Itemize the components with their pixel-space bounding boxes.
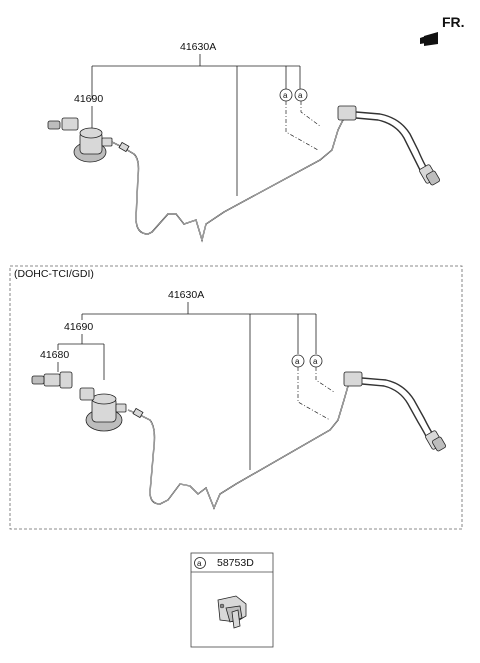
variant-label: (DOHC-TCI/GDI) <box>14 268 94 280</box>
svg-text:a: a <box>298 91 303 100</box>
bottom-connector-part <box>31 371 73 389</box>
legend-ref-circle <box>194 557 206 569</box>
top-flexible-hose <box>337 105 440 186</box>
bottom-fuel-filter-part <box>79 387 127 432</box>
svg-text:a: a <box>283 91 288 100</box>
front-label: FR. <box>442 14 465 30</box>
top-assembly-part-label: 41630A <box>180 41 216 53</box>
bottom-ref-circle-2: a <box>309 354 323 368</box>
legend-box: a 58753D <box>190 552 274 648</box>
front-direction-indicator: FR. <box>420 14 465 46</box>
clip-part-icon <box>217 595 247 629</box>
bottom-sub-part-2-label: 41680 <box>40 349 69 361</box>
svg-text:a: a <box>313 357 318 366</box>
top-fuel-filter-part <box>47 117 113 163</box>
bottom-diagram: (DOHC-TCI/GDI) 41630A 41690 41680 a a <box>14 268 446 510</box>
legend-part-number: 58753D <box>217 557 254 569</box>
top-ref-circle-2: a <box>294 88 308 102</box>
top-diagram: 41630A 41690 a a <box>47 41 440 243</box>
bottom-flexible-hose <box>343 371 446 452</box>
bottom-sub-part-label: 41690 <box>64 321 93 333</box>
svg-text:a: a <box>295 357 300 366</box>
bottom-assembly-part-label: 41630A <box>168 289 204 301</box>
bottom-ref-circle-1: a <box>291 354 305 368</box>
legend-ref-letter: a <box>197 559 202 568</box>
top-ref-circle-1: a <box>279 88 293 102</box>
top-sub-part-label: 41690 <box>74 93 103 105</box>
variant-box <box>9 265 463 530</box>
